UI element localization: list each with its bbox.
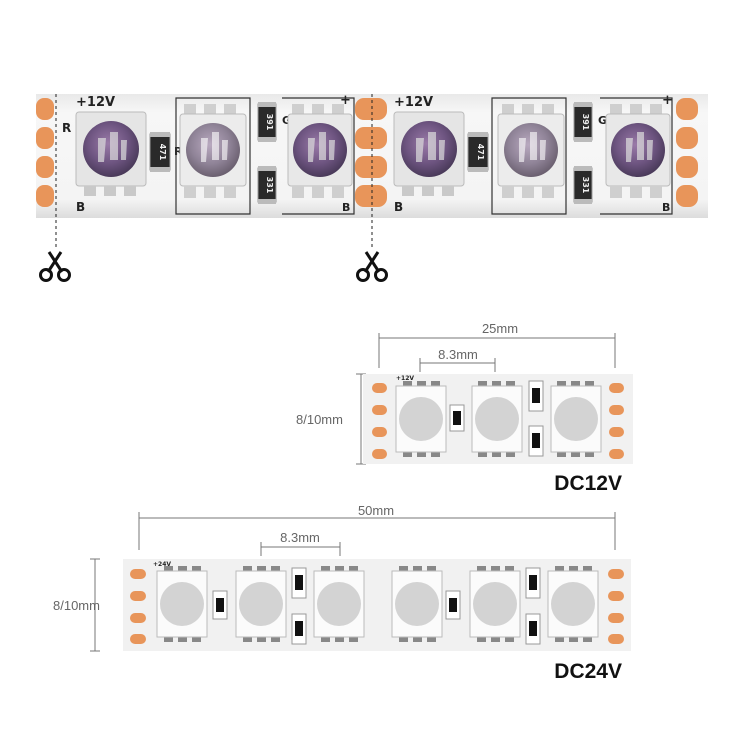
pads-left (36, 98, 54, 207)
svg-text:471: 471 (476, 144, 485, 161)
dc24v-silk-voltage: +24V (153, 561, 171, 568)
scissors-icon (356, 251, 388, 282)
scissors-icon (39, 251, 71, 282)
svg-text:391: 391 (581, 114, 590, 131)
svg-text:331: 331 (265, 177, 274, 194)
dc12v-length-label: 25mm (482, 321, 518, 336)
silk-voltage-b: +12V (394, 95, 433, 110)
dc24v-pads-left (130, 569, 146, 644)
pads-right (676, 98, 698, 207)
dc24v-title: DC24V (554, 660, 622, 683)
dc12v-title: DC12V (554, 472, 622, 495)
dc24v-pads-right (608, 569, 624, 644)
dc24v-width-label: 8/10mm (53, 598, 100, 613)
pads-middle (355, 98, 387, 207)
silk-b-a: B (76, 200, 85, 214)
dc12v-drawing: 25mm 8.3mm 8/10mm +12V (296, 321, 633, 495)
dc24v-length-label: 50mm (358, 503, 394, 518)
photo-resistor-471-a: 471 (149, 132, 171, 172)
photo-resistor-391-b: 391 (573, 102, 593, 142)
dc24v-resistor-5 (525, 567, 541, 599)
photo-resistor-331-a: 331 (257, 166, 277, 204)
dc24v-resistor-2 (291, 567, 307, 599)
photo-led-2 (179, 104, 247, 198)
dc24v-led-3 (313, 566, 365, 642)
dc24v-resistor-1 (212, 590, 228, 620)
silk-r-a: R (174, 145, 183, 158)
silk-outlines (175, 97, 673, 215)
dc24v-pitch-label: 8.3mm (280, 530, 320, 545)
dc24v-led-6 (547, 566, 599, 642)
dc24v-resistor-4 (445, 590, 461, 620)
photo-led-4 (393, 111, 465, 196)
dc12v-resistor-3 (528, 425, 544, 457)
dc24v-strip-board (123, 559, 631, 651)
silk-plus-b: + (662, 93, 673, 108)
dc12v-pitch-label: 8.3mm (438, 347, 478, 362)
photo-led-1 (75, 111, 147, 196)
dc24v-leds (156, 566, 599, 642)
silk-g-b: G (598, 114, 607, 127)
photo-resistor-331-b: 331 (573, 166, 593, 204)
dc24v-drawing: 50mm 8.3mm 8/10mm +24V (53, 503, 631, 683)
dc12v-led-2 (471, 381, 523, 457)
dc24v-led-1 (156, 566, 208, 642)
silk-g-a: G (282, 114, 291, 127)
dc24v-resistor-3 (291, 613, 307, 645)
dc24v-resistor-6 (525, 613, 541, 645)
svg-text:391: 391 (265, 114, 274, 131)
silk-b-b: B (394, 200, 403, 214)
dc12v-width-label: 8/10mm (296, 412, 343, 427)
dc24v-led-4 (391, 566, 443, 642)
photo-led-6 (605, 104, 671, 198)
dc12v-silk-voltage: +12V (396, 375, 414, 382)
photo-resistor-391-a: 391 (257, 102, 277, 142)
dc12v-pads-left (372, 383, 387, 459)
silk-b-b2: B (662, 201, 670, 214)
photo-led-5 (497, 104, 565, 198)
silk-r-left: R (62, 121, 71, 135)
silk-b-a2: B (342, 201, 350, 214)
silk-voltage-a: +12V (76, 95, 115, 110)
silk-plus-a: + (340, 93, 351, 108)
strip-photo: +12V +12V + + R B B R G G B G B (36, 93, 708, 282)
photo-resistor-471-b: 471 (467, 132, 489, 172)
photo-led-3 (287, 104, 353, 198)
dc12v-resistor-1 (449, 404, 465, 432)
dc12v-led-1 (395, 381, 447, 457)
dc24v-led-2 (235, 566, 287, 642)
dc12v-led-3 (550, 381, 602, 457)
dc12v-resistor-2 (528, 380, 544, 412)
svg-text:331: 331 (581, 177, 590, 194)
dc24v-led-5 (469, 566, 521, 642)
svg-text:471: 471 (158, 144, 167, 161)
dc12v-pads-right (609, 383, 624, 459)
